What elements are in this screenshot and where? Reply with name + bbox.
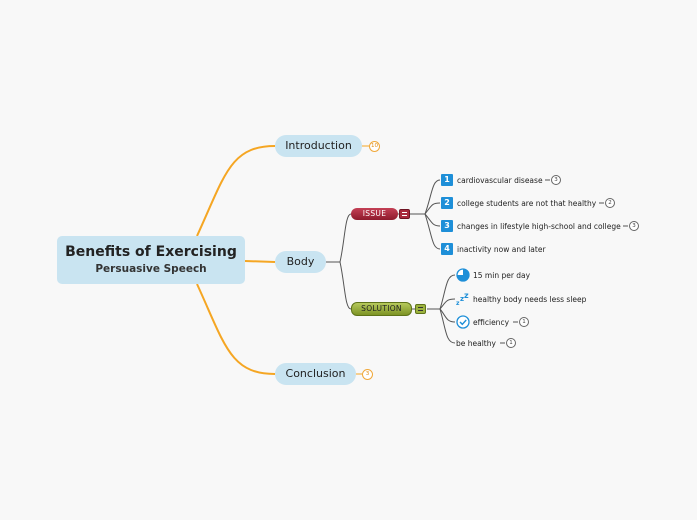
svg-text:z: z xyxy=(460,295,464,303)
solution-tag[interactable]: SOLUTION xyxy=(351,302,412,316)
clock-quarter-icon xyxy=(456,268,470,282)
link-introduction xyxy=(196,145,276,237)
topic-label: Body xyxy=(286,255,315,268)
collapsed-count-badge[interactable]: 3 xyxy=(362,369,373,380)
collapsed-count-badge[interactable]: 2 xyxy=(605,198,615,208)
issue-item[interactable]: inactivity now and later xyxy=(457,245,546,254)
central-title: Benefits of Exercising xyxy=(65,244,237,260)
priority-1-icon: 1 xyxy=(441,174,453,186)
topic-conclusion[interactable]: Conclusion xyxy=(275,363,356,385)
issue-tag[interactable]: ISSUE xyxy=(351,208,398,220)
topic-introduction[interactable]: Introduction xyxy=(275,135,362,157)
check-circle-icon xyxy=(456,315,470,329)
solution-item[interactable]: efficiency xyxy=(473,318,510,327)
note-icon[interactable] xyxy=(415,304,426,314)
central-topic[interactable]: Benefits of Exercising Persuasive Speech xyxy=(57,236,245,284)
solution-item[interactable]: be healthy xyxy=(456,339,496,348)
issue-item[interactable]: college students are not that healthy xyxy=(457,199,597,208)
priority-2-icon: 2 xyxy=(441,197,453,209)
topic-label: Conclusion xyxy=(285,367,346,380)
central-subtitle: Persuasive Speech xyxy=(95,263,207,275)
collapsed-count-badge[interactable]: 10 xyxy=(369,141,380,152)
link-solution xyxy=(339,261,352,310)
link-body xyxy=(244,260,276,263)
note-icon[interactable] xyxy=(399,209,410,219)
issue-item[interactable]: cardiovascular disease xyxy=(457,176,543,185)
sleep-zzz-icon: z z z xyxy=(456,292,469,306)
topic-body[interactable]: Body xyxy=(275,251,326,273)
link-conclusion xyxy=(196,283,276,375)
collapsed-count-badge[interactable]: 3 xyxy=(629,221,639,231)
link-issue xyxy=(326,213,352,263)
collapsed-count-badge[interactable]: 1 xyxy=(519,317,529,327)
svg-text:z: z xyxy=(456,300,460,306)
priority-3-icon: 3 xyxy=(441,220,453,232)
collapsed-count-badge[interactable]: 3 xyxy=(551,175,561,185)
collapsed-count-badge[interactable]: 1 xyxy=(506,338,516,348)
topic-label: Introduction xyxy=(285,139,352,152)
svg-text:z: z xyxy=(464,292,469,300)
issue-item[interactable]: changes in lifestyle high-school and col… xyxy=(457,222,621,231)
priority-4-icon: 4 xyxy=(441,243,453,255)
solution-item[interactable]: 15 min per day xyxy=(473,271,531,280)
solution-item[interactable]: healthy body needs less sleep xyxy=(473,295,587,304)
